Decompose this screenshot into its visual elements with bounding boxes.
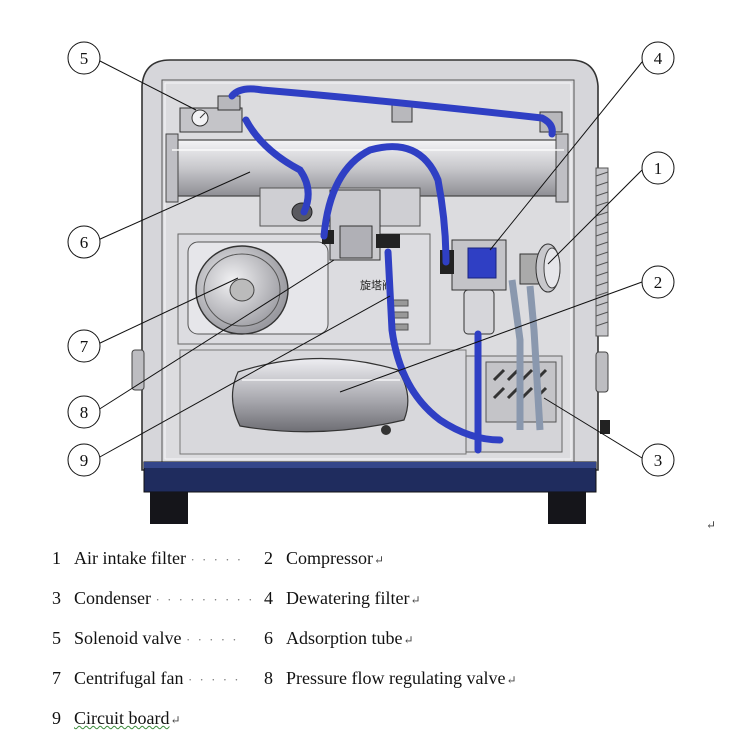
condenser-tubes bbox=[508, 279, 544, 431]
legend-number: 8 bbox=[264, 668, 273, 688]
dewatering-filter bbox=[440, 239, 507, 335]
callout-1: 1 bbox=[641, 151, 675, 185]
callout-8: 8 bbox=[67, 395, 101, 429]
svg-text:4: 4 bbox=[654, 49, 663, 68]
legend-number: 6 bbox=[264, 628, 273, 648]
svg-text:9: 9 bbox=[80, 451, 89, 470]
svg-text:7: 7 bbox=[80, 337, 89, 356]
svg-text:1: 1 bbox=[654, 159, 663, 178]
callout-4: 4 bbox=[641, 41, 675, 75]
legend-label: Pressure flow regulating valve bbox=[286, 668, 506, 688]
legend-number: 2 bbox=[264, 548, 273, 568]
legend-label: Circuit board bbox=[74, 708, 170, 728]
legend-row: 5 Solenoid valve · · · · · 6 Adsorption tu… bbox=[52, 628, 414, 648]
pressure-flow-regulating-valve bbox=[322, 189, 400, 261]
base bbox=[143, 420, 610, 524]
legend: 1 Air intake filter · · · · · 2 Compressor… bbox=[52, 540, 732, 740]
legend-label: Solenoid valve bbox=[74, 628, 182, 648]
legend-row: 3 Condenser · · · · · · · · · 4 Dewatering… bbox=[52, 588, 421, 608]
return-mark: ↵ bbox=[706, 518, 717, 532]
leader-dots: · · · · · bbox=[185, 632, 239, 647]
callout-7: 7 bbox=[67, 329, 101, 363]
leader-dots: · · · · · · · · · bbox=[155, 592, 255, 607]
callout-6: 6 bbox=[67, 225, 101, 259]
svg-text:8: 8 bbox=[80, 403, 89, 422]
blue-tubing bbox=[228, 85, 556, 454]
legend-number: 4 bbox=[264, 588, 273, 608]
legend-label: Compressor bbox=[286, 548, 373, 568]
callout-3: 3 bbox=[641, 443, 675, 477]
svg-text:5: 5 bbox=[80, 49, 89, 68]
legend-label: Air intake filter bbox=[74, 548, 186, 568]
legend-number: 5 bbox=[52, 628, 61, 648]
side-fins bbox=[595, 167, 609, 337]
svg-text:6: 6 bbox=[80, 233, 89, 252]
leader-lines bbox=[97, 59, 643, 459]
legend-label: Condenser bbox=[74, 588, 151, 608]
svg-text:3: 3 bbox=[654, 451, 663, 470]
centrifugal-fan bbox=[187, 241, 329, 335]
panel-label: 旋塔阀 bbox=[360, 278, 393, 292]
callout-5: 5 bbox=[67, 41, 101, 75]
leader-dots: · · · · · bbox=[190, 552, 244, 567]
air-intake-filter bbox=[519, 243, 561, 293]
legend-label: Adsorption tube bbox=[286, 628, 403, 648]
legend-row: 1 Air intake filter · · · · · 2 Compressor… bbox=[52, 548, 385, 568]
legend-number: 3 bbox=[52, 588, 61, 608]
legend-row: 7 Centrifugal fan · · · · · 8 Pressure flo… bbox=[52, 668, 517, 688]
legend-number: 7 bbox=[52, 668, 61, 688]
svg-text:2: 2 bbox=[654, 273, 663, 292]
callout-2: 2 bbox=[641, 265, 675, 299]
legend-label: Dewatering filter bbox=[286, 588, 410, 608]
leader-dots: · · · · · bbox=[187, 672, 241, 687]
callout-9: 9 bbox=[67, 443, 101, 477]
legend-number: 9 bbox=[52, 708, 61, 728]
legend-number: 1 bbox=[52, 548, 61, 568]
legend-label: Centrifugal fan bbox=[74, 668, 184, 688]
